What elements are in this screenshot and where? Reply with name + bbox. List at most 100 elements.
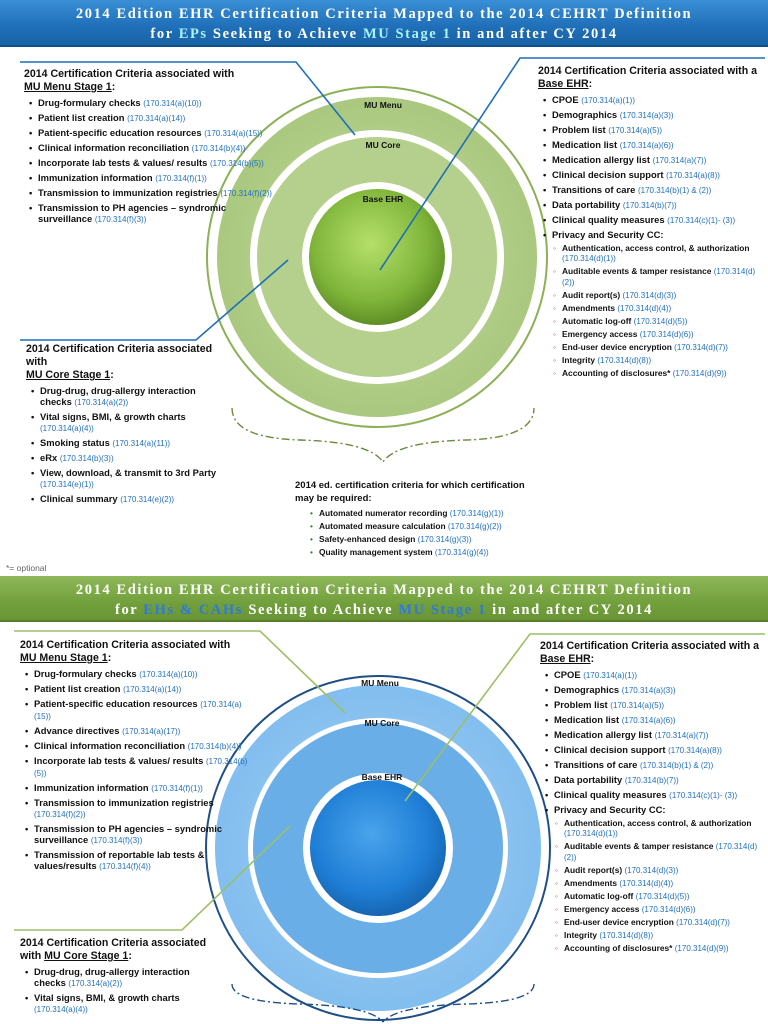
criteria-item: Transmission of reportable lab tests & v… (25, 849, 250, 872)
eps-base-heading-colon: : (588, 78, 593, 90)
criteria-item: Problem list (170.314(a)(5)) (545, 699, 766, 711)
criteria-item: Demographics (170.314(a)(3)) (543, 109, 766, 121)
criteria-item: Patient-specific education resources (17… (29, 127, 274, 139)
eps-banner-text: Seeking to Achieve (207, 26, 363, 42)
criteria-label: Clinical quality measures (552, 214, 665, 225)
criteria-code: (170.314(b)(1) & (2)) (639, 761, 714, 770)
ehs-banner-text: for (115, 602, 144, 618)
ehs-banner-highlight: EHs & CAHs (143, 602, 244, 618)
criteria-label: Vital signs, BMI, & growth charts (40, 411, 186, 422)
ehs-core-heading-with: with (20, 950, 45, 962)
ehs-menu-ring-label: MU Menu (361, 678, 399, 688)
criteria-label: Demographics (554, 684, 620, 695)
criteria-item: Drug-formulary checks (170.314(a)(10)) (25, 668, 250, 680)
criteria-code: (170.314(d)(5)) (633, 317, 688, 326)
criteria-label: eRx (40, 452, 58, 463)
criteria-item: Patient list creation (170.314(a)(14)) (29, 112, 274, 124)
criteria-code: (170.314(g)(3)) (417, 535, 472, 544)
criteria-code: (170.314(a)(15)) (204, 129, 263, 138)
criteria-item: CPOE (170.314(a)(1)) (543, 94, 766, 106)
criteria-item: Integrity (170.314(d)(8)) (553, 355, 766, 366)
criteria-item: Clinical quality measures (170.314(c)(1)… (545, 789, 766, 801)
criteria-label: Drug-formulary checks (38, 97, 141, 108)
criteria-item: Patient list creation (170.314(a)(14)) (25, 683, 250, 695)
criteria-code: (170.314(a)(11)) (112, 439, 171, 448)
criteria-item: Drug-drug, drug-allergy interaction chec… (25, 966, 220, 989)
eps-base-ring-label: Base EHR (363, 194, 404, 204)
criteria-code: (170.314(a)(5)) (608, 126, 663, 135)
criteria-code: (170.314(e)(1)) (40, 480, 94, 489)
criteria-item: Authentication, access control, & author… (553, 243, 766, 264)
criteria-item: Clinical decision support (170.314(a)(8)… (545, 744, 766, 756)
criteria-code: (170.314(f)(3)) (94, 215, 147, 224)
criteria-code: (170.314(f)(2)) (34, 810, 86, 819)
ehs-menu-heading-colon: : (107, 652, 112, 664)
eps-banner-line1: 2014 Edition EHR Certification Criteria … (75, 6, 693, 22)
eps-core-ring-label: MU Core (366, 140, 401, 150)
criteria-code: (170.314(f)(4)) (99, 862, 151, 871)
criteria-label: Privacy and Security CC: (554, 804, 666, 815)
criteria-item: Authentication, access control, & author… (555, 818, 766, 839)
ehs-core-heading-colon: : (128, 950, 132, 962)
ehs-base-criteria: 2014 Certification Criteria associated w… (540, 640, 766, 956)
criteria-label: Automated measure calculation (319, 521, 446, 531)
criteria-code: (170.314(d)(7)) (674, 343, 728, 352)
criteria-label: Patient list creation (34, 683, 121, 694)
criteria-label: Data portability (552, 199, 621, 210)
criteria-label: Patient-specific education resources (34, 698, 198, 709)
criteria-item: Drug-formulary checks (170.314(a)(10)) (29, 97, 274, 109)
ehs-base-heading-colon: : (590, 653, 595, 665)
criteria-item: Incorporate lab tests & values/ results … (29, 157, 274, 169)
criteria-label: Clinical summary (40, 493, 118, 504)
criteria-code: (170.314(d)(4)) (619, 879, 674, 888)
eps-base-heading-underline: Base EHR (538, 78, 589, 90)
criteria-code: (170.314(a)(6)) (621, 716, 676, 725)
ehs-menu-criteria: 2014 Certification Criteria associated w… (20, 639, 250, 875)
ehs-menu-list: Drug-formulary checks (170.314(a)(10)) Pa… (20, 668, 250, 872)
criteria-item: Privacy and Security CC: (543, 229, 766, 240)
criteria-code: (170.314(a)(14)) (127, 114, 186, 123)
criteria-item: Quality management system (170.314(g)(4)… (310, 547, 525, 558)
criteria-code: (170.314(c)(1)- (3)) (667, 216, 736, 225)
criteria-label: Transmission to immunization registries (38, 187, 218, 198)
criteria-code: (170.314(c)(1)- (3)) (669, 791, 738, 800)
ehs-banner-line1: 2014 Edition EHR Certification Criteria … (75, 582, 693, 598)
criteria-label: Clinical quality measures (554, 789, 667, 800)
criteria-item: Vital signs, BMI, & growth charts (170.3… (31, 411, 226, 434)
criteria-label: View, download, & transmit to 3rd Party (40, 467, 217, 478)
criteria-item: Medication allergy list (170.314(a)(7)) (543, 154, 766, 166)
ehs-banner: 2014 Edition EHR Certification Criteria … (0, 576, 768, 622)
eps-menu-heading-colon: : (111, 81, 116, 93)
eps-core-list: Drug-drug, drug-allergy interaction chec… (26, 385, 226, 505)
criteria-code: (170.314(d)(8)) (597, 356, 652, 365)
criteria-label: Problem list (552, 124, 606, 135)
criteria-code: (170.314(a)(2)) (68, 979, 123, 988)
eps-core-ring (250, 130, 504, 384)
criteria-label: Integrity (562, 355, 596, 365)
criteria-label: Audit report(s) (564, 865, 623, 875)
criteria-item: Incorporate lab tests & values/ results … (25, 755, 250, 779)
criteria-item: View, download, & transmit to 3rd Party … (31, 467, 226, 490)
eps-menu-heading: 2014 Certification Criteria associated w… (24, 68, 274, 94)
criteria-code: (170.314(d)(4)) (617, 304, 672, 313)
eps-optional-list: Automated numerator recording (170.314(g… (295, 508, 525, 558)
eps-menu-criteria: 2014 Certification Criteria associated w… (24, 68, 274, 228)
criteria-label: Authentication, access control, & author… (564, 818, 752, 828)
criteria-code: (170.314(a)(14)) (123, 685, 182, 694)
ehs-menu-heading: 2014 Certification Criteria associated w… (20, 639, 250, 665)
criteria-item: Audit report(s) (170.314(d)(3)) (553, 290, 766, 301)
criteria-code: (170.314(b)(7)) (624, 776, 679, 785)
ehs-core-heading-underline: MU Core Stage 1 (44, 950, 129, 962)
criteria-label: Patient list creation (38, 112, 125, 123)
criteria-item: Amendments (170.314(d)(4)) (553, 303, 766, 314)
criteria-item: Demographics (170.314(a)(3)) (545, 684, 766, 696)
criteria-label: Clinical decision support (554, 744, 666, 755)
criteria-item: Emergency access (170.314(d)(6)) (553, 329, 766, 340)
criteria-label: Advance directives (34, 725, 120, 736)
criteria-label: Transitions of care (552, 184, 636, 195)
ehs-menu-ring (215, 685, 541, 1011)
criteria-item: Medication allergy list (170.314(a)(7)) (545, 729, 766, 741)
ehs-banner-line2: for EHs & CAHs Seeking to Achieve MU Sta… (0, 600, 768, 620)
criteria-item: Automatic log-off (170.314(d)(5)) (555, 891, 766, 902)
